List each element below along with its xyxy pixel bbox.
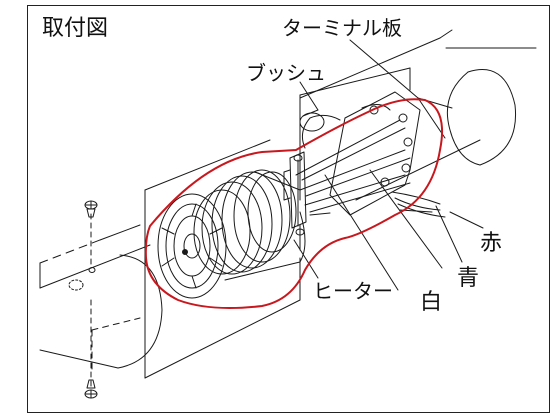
front-pipe — [39, 224, 163, 371]
diagram-frame — [27, 5, 550, 413]
bushing — [299, 109, 325, 132]
back-pipe — [299, 29, 537, 201]
terminal-plate — [301, 91, 421, 216]
heater — [157, 169, 306, 299]
front-panel — [144, 139, 301, 379]
red-wire-label: 赤 — [480, 231, 503, 256]
bracket — [283, 151, 307, 251]
highlight-outline — [144, 98, 444, 309]
white-wire-label: 白 — [420, 290, 443, 315]
diagram-title: 取付図 — [42, 16, 109, 41]
mounting-screws — [84, 200, 98, 399]
blue-wire-label: 青 — [457, 266, 480, 291]
bushing-label: ブッシュ — [246, 61, 326, 85]
terminal-plate-label: ターミナル板 — [282, 16, 402, 40]
heater-label: ヒーター — [313, 279, 393, 303]
